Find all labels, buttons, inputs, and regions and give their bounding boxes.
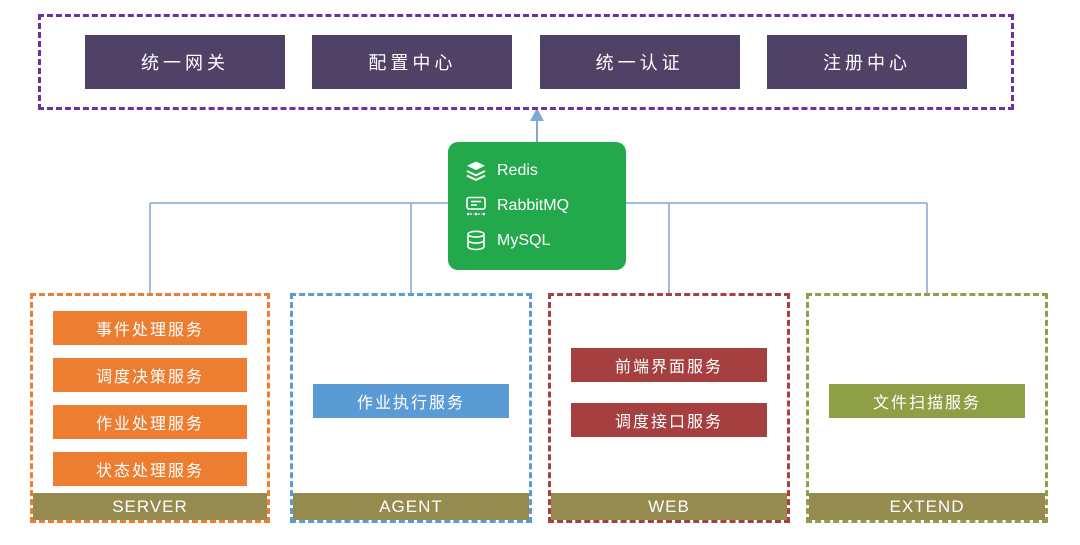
middleware-item-redis: Redis (464, 159, 620, 183)
group-label-agent: AGENT (293, 493, 529, 520)
service-box-frontend-ui: 前端界面服务 (571, 348, 767, 382)
middleware-box: Redis RabbitMQ (448, 142, 626, 270)
service-label: 统一认证 (595, 53, 684, 73)
middleware-item-mysql: MySQL (464, 229, 620, 253)
service-box-event-processing: 事件处理服务 (53, 311, 247, 345)
service-label: 注册中心 (822, 53, 911, 73)
group-label-server: SERVER (33, 493, 267, 520)
service-box-auth: 统一认证 (539, 35, 740, 89)
service-box-status-processing: 状态处理服务 (53, 452, 247, 486)
service-box-registry: 注册中心 (766, 35, 967, 89)
service-box-schedule-decision: 调度决策服务 (53, 358, 247, 392)
service-box-file-scan: 文件扫描服务 (829, 384, 1025, 418)
service-label: 配置中心 (368, 53, 457, 73)
middleware-label: Redis (497, 162, 538, 179)
service-box-job-execution: 作业执行服务 (313, 384, 509, 418)
middleware-label: RabbitMQ (497, 197, 570, 214)
service-box-schedule-api: 调度接口服务 (571, 403, 767, 437)
service-box-job-processing: 作业处理服务 (53, 405, 247, 439)
rabbitmq-icon (464, 194, 488, 218)
group-label-extend: EXTEND (809, 493, 1045, 520)
middleware-item-rabbitmq: RabbitMQ (464, 194, 620, 218)
service-box-config-center: 配置中心 (312, 35, 513, 89)
group-web: 前端界面服务 调度接口服务 WEB (548, 293, 790, 523)
group-agent: 作业执行服务 AGENT (290, 293, 532, 523)
group-server: 事件处理服务 调度决策服务 作业处理服务 状态处理服务 SERVER (30, 293, 270, 523)
service-box-gateway: 统一网关 (85, 35, 285, 89)
mysql-icon (464, 229, 488, 253)
arrow-up-icon (530, 108, 544, 121)
service-label: 统一网关 (141, 53, 229, 73)
group-label-web: WEB (551, 493, 787, 520)
platform-services-group: 统一网关 配置中心 统一认证 注册中心 (38, 14, 1014, 110)
group-extend: 文件扫描服务 EXTEND (806, 293, 1048, 523)
middleware-label: MySQL (497, 232, 551, 249)
redis-icon (464, 159, 488, 183)
